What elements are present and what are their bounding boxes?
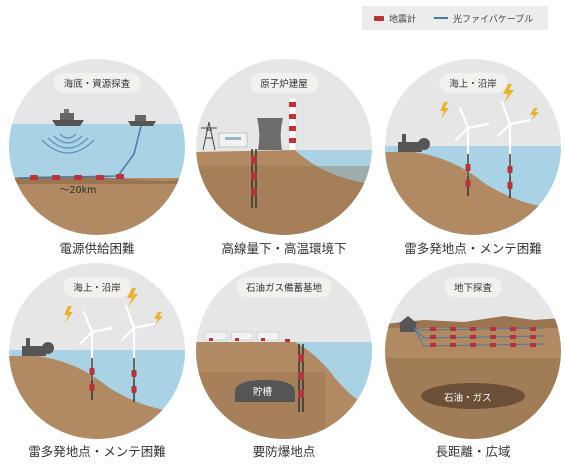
factory-icon [22,338,54,356]
legend-item-fiber: 光ファイバケーブル [434,12,533,25]
legend-seismometer-label: 地震計 [389,14,417,25]
scene-label: 海上・沿岸 [439,73,507,93]
reservoir-icon [421,383,525,409]
offshore-illustration [9,263,185,439]
fiber-swatch-icon [434,17,449,19]
factory-icon [398,134,430,152]
scene-storage: 石油ガス備蓄基地 貯槽 [195,262,373,440]
reactor-illustration [196,59,372,235]
seismometer-swatch-icon [374,15,384,21]
lightning-icon [440,84,539,121]
scene-offshore-2: 海上・沿岸 [8,262,186,440]
scene-offshore: 海上・沿岸 [384,58,562,236]
scene-seabed: 海底・資源探査 ～20km [8,58,186,236]
scene-caption: 雷多発地点・メンテ困難 [404,241,542,256]
scene-label: 原子炉建屋 [250,73,318,93]
reservoir-label: 石油・ガス [444,393,492,404]
scene-caption: 長距離・広域 [435,444,511,459]
distance-label: ～20km [60,185,97,196]
scene-underground: 地下探査 石油・ガス [384,262,562,440]
tank-label: 貯槽 [253,387,273,398]
cooling-tower-icon [257,118,283,150]
legend-item-seismometer: 地震計 [374,12,416,25]
scene-label: 海上・沿岸 [63,277,131,297]
underground-illustration [385,263,561,439]
scene-caption: 高線量下・高温環境下 [221,241,347,256]
ship-icon [52,109,84,126]
ship-icon [128,115,156,126]
scene-caption: 電源供給困難 [59,241,135,256]
legend: 地震計 光ファイバケーブル [362,6,548,30]
chimney-icon [288,97,297,151]
scene-label: 石油ガス備蓄基地 [235,277,333,297]
lightning-icon [64,288,163,325]
pylon-icon [201,121,217,151]
scene-caption: 雷多発地点・メンテ困難 [28,444,166,459]
scene-reactor: 原子炉建屋 [195,58,373,236]
hut-icon [398,316,418,332]
legend-fiber-label: 光ファイバケーブル [453,14,534,25]
underground-tank-icon [235,380,295,402]
scene-caption: 要防爆地点 [252,444,316,459]
storage-tank-icon [204,331,280,341]
scene-label: 海底・資源探査 [53,73,141,93]
scene-label: 地下探査 [443,277,503,297]
